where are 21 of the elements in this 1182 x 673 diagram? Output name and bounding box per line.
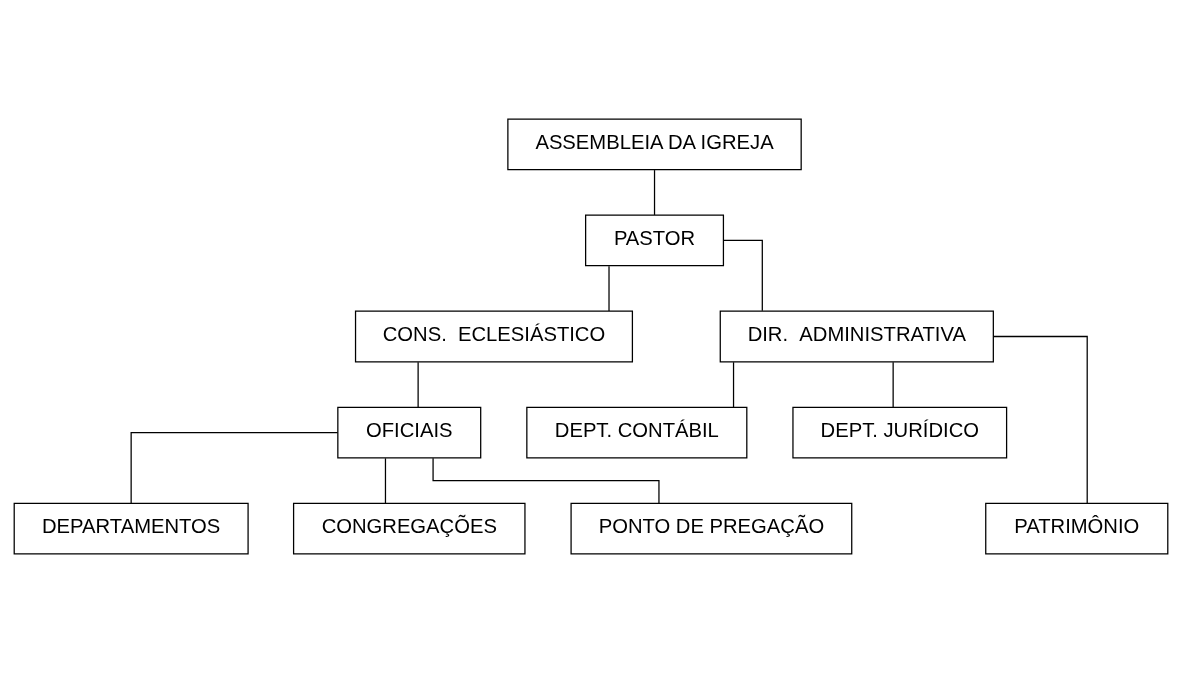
connector <box>432 457 660 504</box>
connector <box>417 361 419 408</box>
connector <box>992 335 1088 504</box>
node-box: CONGREGAÇÕES <box>292 502 526 555</box>
connector <box>608 265 610 312</box>
node-box: PONTO DE PREGAÇÃO <box>570 502 853 555</box>
connector <box>384 457 387 504</box>
node-box: ASSEMBLEIA DA IGREJA <box>507 118 802 171</box>
connector <box>723 239 763 312</box>
node-box: DEPT. CONTÁBIL <box>526 406 748 459</box>
node-box: DIR. ADMINISTRATIVA <box>719 310 994 363</box>
node-box: OFICIAIS <box>337 406 482 459</box>
node-box: PATRIMÔNIO <box>985 502 1169 555</box>
node-box: PASTOR <box>585 214 725 267</box>
node-box: CONS. ECLESIÁSTICO <box>354 310 634 363</box>
node-box: DEPARTAMENTOS <box>13 502 249 555</box>
connector <box>892 361 894 408</box>
connector <box>732 361 735 408</box>
node-box: DEPT. JURÍDICO <box>792 406 1008 459</box>
connector <box>653 169 656 216</box>
connector <box>130 431 339 504</box>
